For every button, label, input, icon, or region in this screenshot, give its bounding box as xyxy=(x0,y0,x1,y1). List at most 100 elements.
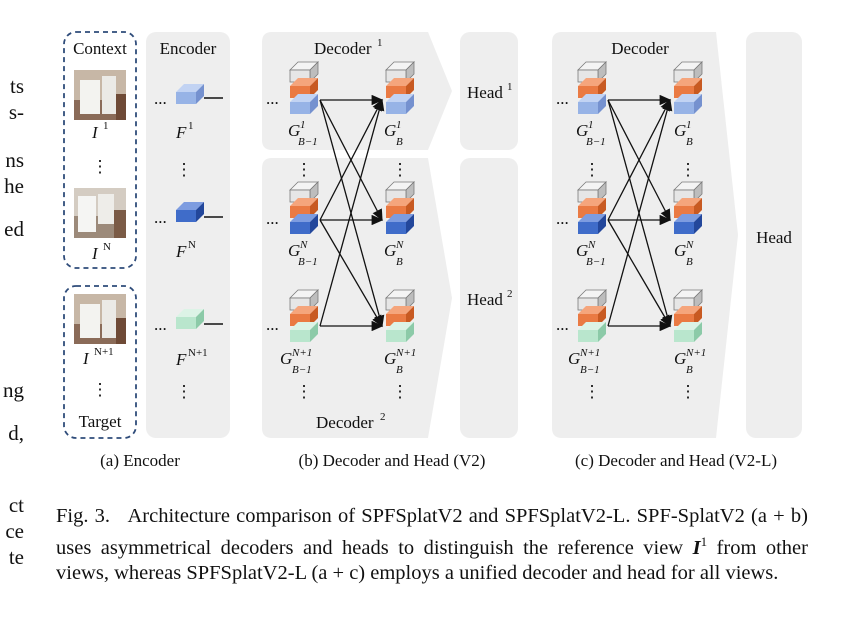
ellipsis: ... xyxy=(266,315,279,334)
caption-b: (b) Decoder and Head (V2) xyxy=(299,451,486,470)
vdots: ⋮ xyxy=(176,382,193,401)
left-fragment: d, xyxy=(8,421,24,445)
svg-text:G: G xyxy=(384,121,396,140)
head1-label: Head 1 xyxy=(467,81,513,102)
svg-text:N+1: N+1 xyxy=(579,347,600,359)
svg-text:G: G xyxy=(674,241,686,260)
context-image-1 xyxy=(74,70,126,120)
svg-text:I: I xyxy=(91,244,99,263)
head2-panel xyxy=(460,158,518,438)
head2-label: Head 2 xyxy=(467,288,513,309)
feature-label-fn1: F N+1 xyxy=(175,347,208,369)
feature-row-n: ... xyxy=(154,202,223,227)
cross-attention-arrows xyxy=(319,94,385,332)
left-fragment: ct xyxy=(8,493,24,517)
token-label-n1: G N+1 B−1 G N+1 B xyxy=(568,347,706,376)
ellipsis: ... xyxy=(154,208,167,227)
svg-text:F: F xyxy=(175,242,187,261)
figure-caption: Fig. 3. Architecture comparison of SPFSp… xyxy=(56,504,808,586)
ellipsis: ... xyxy=(556,315,569,334)
ellipsis: ... xyxy=(266,209,279,228)
svg-text:B: B xyxy=(396,364,403,376)
decoder1-label: Decoder 1 xyxy=(314,37,383,58)
svg-text:1: 1 xyxy=(396,119,402,131)
svg-text:B: B xyxy=(396,136,403,148)
svg-text:Head: Head xyxy=(467,83,503,102)
decoder2-label: Decoder 2 xyxy=(316,411,386,432)
token-stack-n1-out xyxy=(673,289,703,342)
vdots: ⋮ xyxy=(584,382,601,401)
svg-text:1: 1 xyxy=(300,119,306,131)
svg-text:Head: Head xyxy=(467,290,503,309)
panel-b: Decoder 1 Head 1 Head 2 Decoder 2 ... xyxy=(262,32,518,470)
svg-text:G: G xyxy=(384,241,396,260)
svg-text:2: 2 xyxy=(380,411,386,423)
svg-text:B−1: B−1 xyxy=(298,256,318,268)
svg-text:G: G xyxy=(280,349,292,368)
svg-text:B−1: B−1 xyxy=(586,256,606,268)
svg-text:G: G xyxy=(288,241,300,260)
left-fragment: ts xyxy=(9,74,24,98)
left-fragment: he xyxy=(4,174,24,198)
context-group xyxy=(63,31,137,269)
left-fragment: ed xyxy=(4,217,24,241)
token-stack-n1-in: ... xyxy=(266,289,319,342)
reference-view-sup: 1 xyxy=(700,534,708,549)
figure-caption-part2: from other views, whereas SPFSplatV2-L (… xyxy=(56,536,808,584)
ellipsis: ... xyxy=(154,315,167,334)
svg-text:B: B xyxy=(686,136,693,148)
feature-label-fn: F N xyxy=(175,239,196,261)
token-stack-1-out xyxy=(385,61,415,114)
svg-text:G: G xyxy=(576,121,588,140)
svg-text:G: G xyxy=(576,241,588,260)
token-stack-n-out xyxy=(673,181,703,234)
svg-text:N+1: N+1 xyxy=(395,347,416,359)
svg-text:1: 1 xyxy=(588,119,594,131)
svg-text:F: F xyxy=(175,350,187,369)
target-label: Target xyxy=(79,412,122,431)
svg-text:G: G xyxy=(674,121,686,140)
svg-text:I: I xyxy=(82,349,90,368)
panel-a-encoder: Encoder Context I 1 ⋮ I N xyxy=(63,31,230,470)
token-label-1: G 1 B−1 G 1 B xyxy=(576,119,693,148)
vdots: ⋮ xyxy=(92,380,109,399)
token-stack-n-in: ... xyxy=(266,181,319,234)
unified-head-panel xyxy=(746,32,802,438)
svg-text:1: 1 xyxy=(188,120,194,132)
svg-text:G: G xyxy=(568,349,580,368)
decoder1-panel xyxy=(262,32,452,150)
svg-text:N: N xyxy=(103,241,111,253)
token-stack-n1-in: ... xyxy=(556,289,607,342)
svg-text:N: N xyxy=(685,239,694,251)
svg-text:N: N xyxy=(299,239,308,251)
svg-text:2: 2 xyxy=(507,288,513,300)
ellipsis: ... xyxy=(556,89,569,108)
vdots: ⋮ xyxy=(296,382,313,401)
svg-text:B: B xyxy=(686,256,693,268)
ellipsis: ... xyxy=(556,209,569,228)
token-stack-n-in: ... xyxy=(556,181,607,234)
svg-text:N: N xyxy=(395,239,404,251)
reference-view-symbol: I xyxy=(692,536,701,559)
svg-text:G: G xyxy=(288,121,300,140)
caption-a: (a) Encoder xyxy=(100,451,180,470)
token-label-n: G N B−1 G N B xyxy=(288,239,404,268)
vdots: ⋮ xyxy=(392,382,409,401)
token-label-1: G 1 B−1 G 1 B xyxy=(288,119,403,148)
svg-text:N: N xyxy=(587,239,596,251)
token-stack-n-out xyxy=(385,181,415,234)
cross-attention-arrows xyxy=(607,94,673,332)
svg-text:G: G xyxy=(674,349,686,368)
svg-text:F: F xyxy=(175,123,187,142)
svg-text:B: B xyxy=(396,256,403,268)
token-stack-n1-out xyxy=(385,289,415,342)
panel-c: Decoder Head ... G 1 B−1 G 1 B ⋮ ⋮ ... xyxy=(552,32,802,470)
svg-text:Decoder: Decoder xyxy=(316,413,374,432)
left-fragment: ns xyxy=(5,148,24,172)
target-image xyxy=(74,294,126,344)
context-image-n xyxy=(74,188,126,238)
feature-row-1: ... xyxy=(154,84,223,108)
image-label-in1: I N+1 xyxy=(82,346,114,368)
head-label: Head xyxy=(756,228,792,247)
